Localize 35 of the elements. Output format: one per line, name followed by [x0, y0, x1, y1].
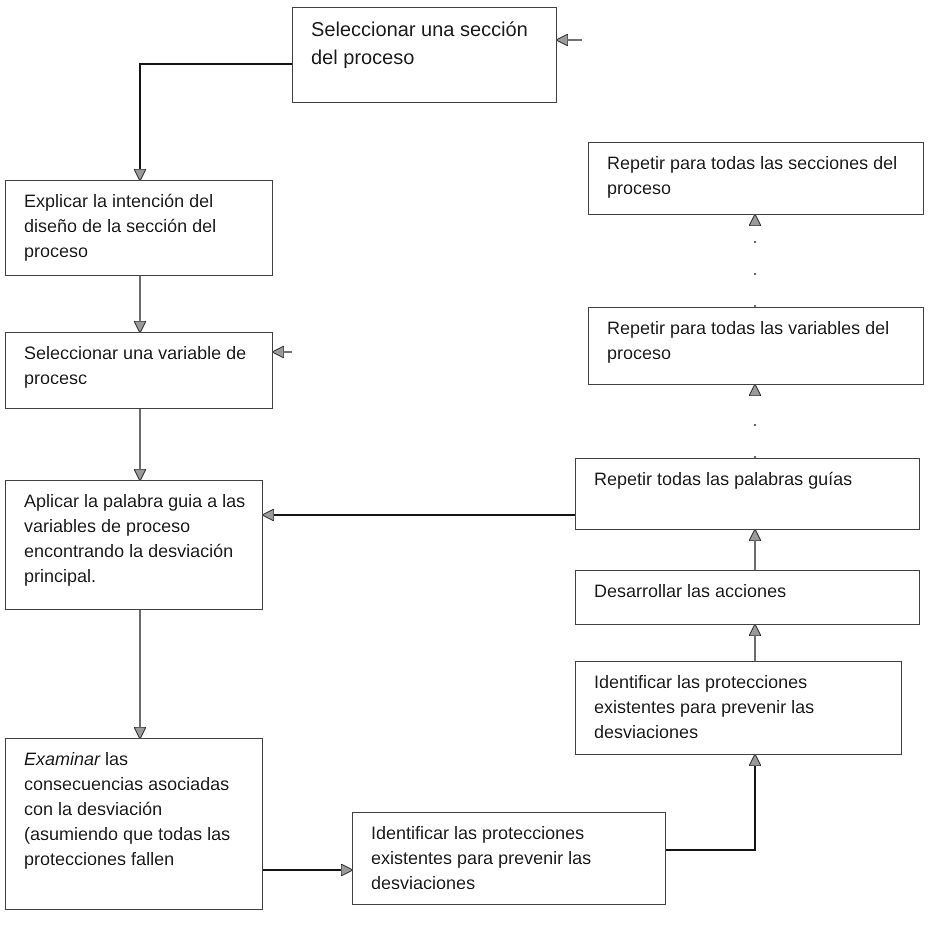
- step-text: Repetir para todas las secciones del proceso: [607, 152, 898, 200]
- arrow: [262, 508, 575, 522]
- step-text: Repetir todas las palabras guías: [594, 468, 854, 491]
- arrow: [748, 214, 762, 307]
- process-box: [5, 180, 273, 276]
- step-text: Seleccionar una variable de procesc: [24, 342, 248, 390]
- arrow: [134, 276, 146, 334]
- step-text: Examinar las consecuencias asociadas con la desviación (asumiendo que todas las protecciones fallen: [24, 748, 232, 871]
- step-text: Identificar las protecciones existentes para prevenir las desviaciones: [594, 671, 816, 744]
- process-box: [588, 307, 924, 385]
- step-text: Explicar la intención del diseño de la sección del proceso: [24, 190, 218, 263]
- process-box: [588, 142, 924, 215]
- process-box: [575, 661, 902, 755]
- step-text: Aplicar la palabra guia a las variables de proceso encontrando la desviación principal.: [24, 490, 246, 588]
- step-text: Seleccionar una sección del proceso: [311, 18, 529, 71]
- process-box: [5, 738, 263, 910]
- arrow: [666, 754, 762, 851]
- arrow: [272, 346, 292, 358]
- process-box: [575, 458, 920, 530]
- arrow: [134, 63, 292, 182]
- arrow: [748, 624, 762, 661]
- process-box: [575, 570, 920, 625]
- step-text: Identificar las protecciones existentes para prevenir las desviaciones: [371, 822, 592, 895]
- process-box: [292, 7, 557, 103]
- arrow: [748, 528, 762, 570]
- process-box: [5, 480, 263, 610]
- arrow: [263, 864, 354, 876]
- arrow: [748, 384, 762, 458]
- step-text: Desarrollar las acciones: [594, 580, 788, 603]
- arrow: [556, 34, 582, 46]
- step-text: Repetir para todas las variables del proceso: [607, 317, 890, 365]
- arrow: [134, 409, 146, 482]
- process-box: [352, 812, 666, 905]
- arrow: [134, 610, 146, 740]
- process-box: [5, 332, 273, 409]
